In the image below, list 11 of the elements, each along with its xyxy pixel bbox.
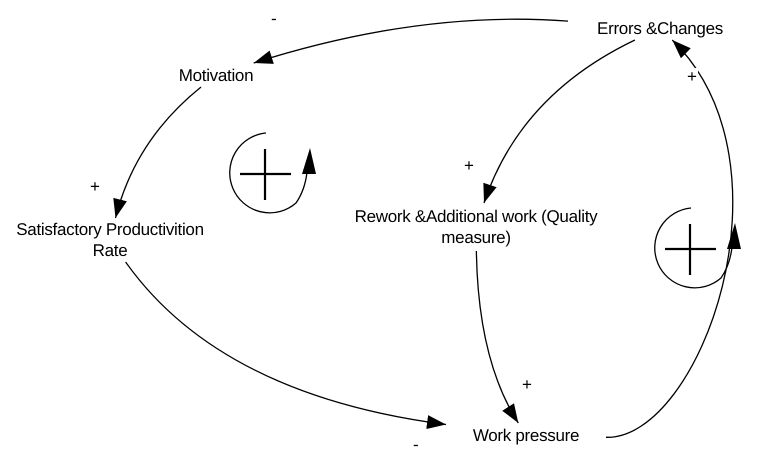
variable-label: Rework &Additional work (Quality measure)	[354, 206, 598, 248]
causal-link-arrow	[125, 262, 446, 429]
causal-link-arrow	[606, 40, 734, 438]
causal-link-arrow	[483, 39, 636, 204]
variable-label: Work pressure	[472, 424, 580, 446]
variable-label: Errors &Changes	[597, 18, 723, 38]
causal-link-arrow	[253, 18, 568, 64]
causal-link-arrow	[476, 250, 519, 424]
variable-label: Motivation	[178, 64, 254, 86]
variable-label: Satisfactory Productivition Rate	[15, 219, 205, 261]
causal-link-arrow	[114, 86, 202, 218]
